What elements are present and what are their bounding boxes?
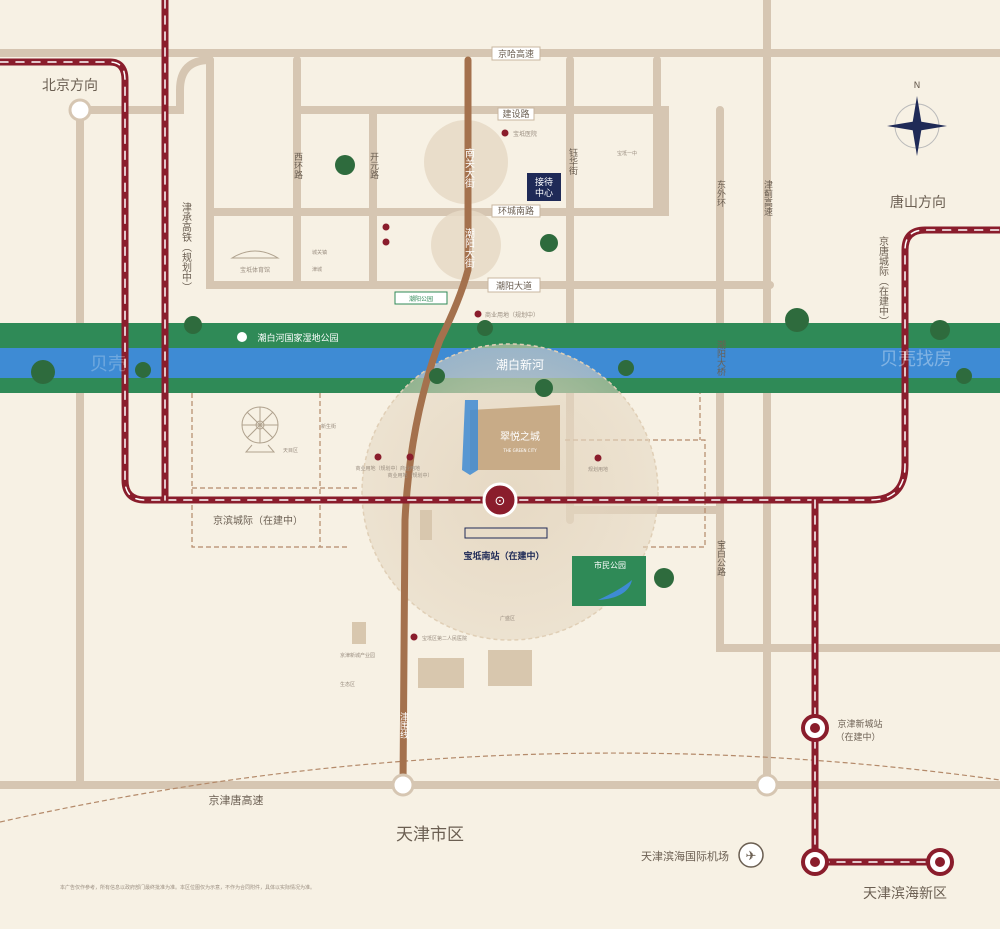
road-nanguan: 南关大街 xyxy=(463,147,475,189)
road-chaoyang-avenue: 潮阳大道 xyxy=(496,280,532,292)
tianjin-junction-icon xyxy=(391,773,415,797)
svg-text:N: N xyxy=(914,81,921,91)
poi-commercial-3: 商业用地（规划中） xyxy=(387,472,432,479)
station-markers: ⊙ xyxy=(68,98,954,876)
poi-stadium: 宝坻体育馆 xyxy=(240,266,270,274)
project-lake xyxy=(462,400,478,475)
label-wetland-park: 潮白河国家湿地公园 xyxy=(257,332,338,344)
compass-icon xyxy=(887,96,947,156)
label-tangshan: 唐山方向 xyxy=(890,194,946,211)
ferris-wheel-icon xyxy=(241,406,279,453)
beijing-junction-icon xyxy=(68,98,92,122)
airport-icon xyxy=(738,842,764,868)
poi-chaoyang-commercial: 商业用地（规划中） xyxy=(485,311,539,319)
watermark: 贝壳找房 xyxy=(880,349,952,370)
road-yuhua: 钰华街 xyxy=(567,147,578,176)
poi-commercial-2: 商业用地 xyxy=(400,465,420,472)
label-airport: 天津滨海国际机场 xyxy=(641,849,729,863)
project-block xyxy=(470,405,560,470)
label-binhai: 天津滨海新区 xyxy=(863,886,947,902)
road-jianshe: 建设路 xyxy=(502,108,529,120)
road-chaoyang-bridge: 潮阳大桥 xyxy=(715,339,726,377)
road-jinwei: 津围线 xyxy=(398,712,409,739)
svg-text:潮阳公园: 潮阳公园 xyxy=(409,295,433,303)
label-tianjin-city: 天津市区 xyxy=(396,825,464,845)
svg-text:中心: 中心 xyxy=(535,187,553,199)
building-blocks xyxy=(352,510,548,688)
poi-chengguan: 城关镇 xyxy=(312,249,327,256)
chaoyang-park xyxy=(394,291,448,305)
rail-jingtang: 京唐城际（在建中） xyxy=(877,235,889,326)
road-jinji: 津蓟高速 xyxy=(762,180,773,217)
poi-no2-hospital: 宝坻区第二人民医院 xyxy=(422,635,467,642)
baodi-south-station-icon xyxy=(482,482,518,518)
poi-jincheng: 津城 xyxy=(312,266,322,273)
svg-text:市民公园: 市民公园 xyxy=(594,560,626,570)
rail-jincheng: 津承高铁（规划中） xyxy=(180,202,192,292)
road-dongwai: 东外环 xyxy=(715,179,726,208)
road-xihuan: 西环路 xyxy=(292,152,303,180)
sales-center xyxy=(527,173,561,201)
svg-text:✈: ✈ xyxy=(746,849,757,864)
road-huancheng-south: 环城南路 xyxy=(498,205,534,217)
tree-icons xyxy=(31,155,972,588)
label-baodi-south: 宝坻南站（在建中） xyxy=(463,550,544,562)
label-jingtang-highway: 京津唐高速 xyxy=(209,793,264,807)
stadium-icon xyxy=(230,250,280,259)
poi-industrial: 京津新城产业园 xyxy=(340,652,375,659)
poi-xinsheng: 新生街 xyxy=(321,423,336,430)
project-name: 翠悦之城 xyxy=(500,430,540,443)
svg-text:接待: 接待 xyxy=(535,176,553,188)
poi-tianmu: 天目区 xyxy=(283,448,298,454)
label-jingbin: 京滨城际（在建中） xyxy=(213,514,303,527)
poi-markers xyxy=(374,129,602,641)
label-jingjin-xincheng: 京津新城站 xyxy=(837,718,882,730)
road-kaiyuan: 开元路 xyxy=(368,152,379,180)
poi-commercial-1: 商业用地（规划中） xyxy=(355,465,400,472)
poi-commercial-4: 规划用地 xyxy=(588,466,608,473)
road-chaoyang-street: 潮阳大街 xyxy=(463,227,475,269)
label-chaobai-river: 潮白新河 xyxy=(496,357,544,372)
project-sub: THE GREEN CITY xyxy=(502,448,537,453)
label-jingjin-xincheng-status: （在建中） xyxy=(835,731,880,743)
road-label-boxes xyxy=(487,46,541,293)
poi-guangsheng: 广盛区 xyxy=(500,615,515,622)
road-baobai: 宝白公路 xyxy=(715,539,726,577)
airport-junction-icon xyxy=(755,773,779,797)
label-beijing: 北京方向 xyxy=(42,78,98,94)
jinwei-line-road xyxy=(399,56,472,789)
svg-text:贝壳: 贝壳 xyxy=(90,354,126,375)
disclaimer: 本广告仅作参考，所有信息以政府部门最终批准为准。本区位图仅为示意，不作为合同附件… xyxy=(60,884,315,891)
svg-text:⊙: ⊙ xyxy=(495,494,506,509)
poi-baodi-hospital: 宝坻医院 xyxy=(513,130,537,138)
poi-no1-school: 宝坻一中 xyxy=(617,150,637,157)
park-icon xyxy=(237,332,247,342)
poi-ecological: 生态区 xyxy=(340,681,355,688)
road-jingha: 京哈高速 xyxy=(498,48,534,60)
